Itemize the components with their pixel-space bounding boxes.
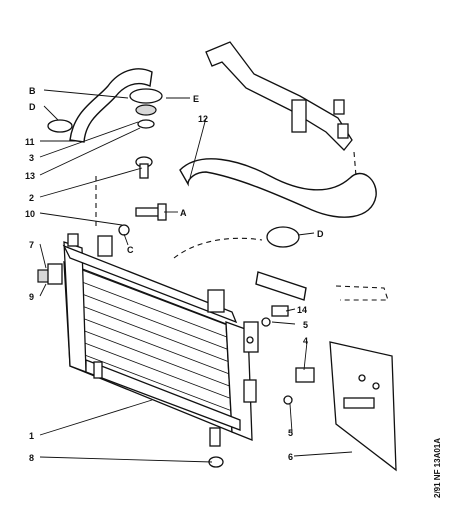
mount-9 bbox=[37, 263, 63, 285]
callout-5-upper: 5 bbox=[303, 320, 308, 330]
callout-B: B bbox=[29, 86, 36, 96]
small-hose bbox=[255, 271, 307, 301]
fan-switch-4 bbox=[283, 367, 315, 405]
callout-D-left: D bbox=[29, 102, 36, 112]
callout-2: 2 bbox=[29, 193, 34, 203]
callout-10: 10 bbox=[25, 209, 35, 219]
callout-12: 12 bbox=[198, 114, 208, 124]
upper-hose-11 bbox=[69, 68, 153, 143]
callout-13: 13 bbox=[25, 171, 35, 181]
callout-A: A bbox=[180, 208, 187, 218]
lower-hose-12 bbox=[179, 158, 377, 218]
callout-9: 9 bbox=[29, 292, 34, 302]
callout-E: E bbox=[193, 94, 199, 104]
radiator-part bbox=[62, 233, 259, 447]
callout-4: 4 bbox=[303, 336, 308, 346]
pipe-assembly bbox=[205, 41, 353, 151]
callout-C: C bbox=[127, 245, 134, 255]
callout-D-right: D bbox=[317, 229, 324, 239]
thermostat-housing bbox=[129, 88, 163, 179]
reference-code: 2/91 NF 13A01A bbox=[433, 438, 442, 498]
callout-8: 8 bbox=[29, 453, 34, 463]
callout-11: 11 bbox=[25, 137, 35, 147]
callout-14: 14 bbox=[297, 305, 307, 315]
callout-5-lower: 5 bbox=[288, 428, 293, 438]
bolt-a bbox=[118, 203, 167, 236]
callout-1: 1 bbox=[29, 431, 34, 441]
callout-6: 6 bbox=[288, 452, 293, 462]
drain-plug-14 bbox=[261, 305, 289, 327]
deflector-6 bbox=[329, 341, 397, 472]
callout-7: 7 bbox=[29, 240, 34, 250]
hose-clip bbox=[47, 119, 300, 248]
callout-3: 3 bbox=[29, 153, 34, 163]
